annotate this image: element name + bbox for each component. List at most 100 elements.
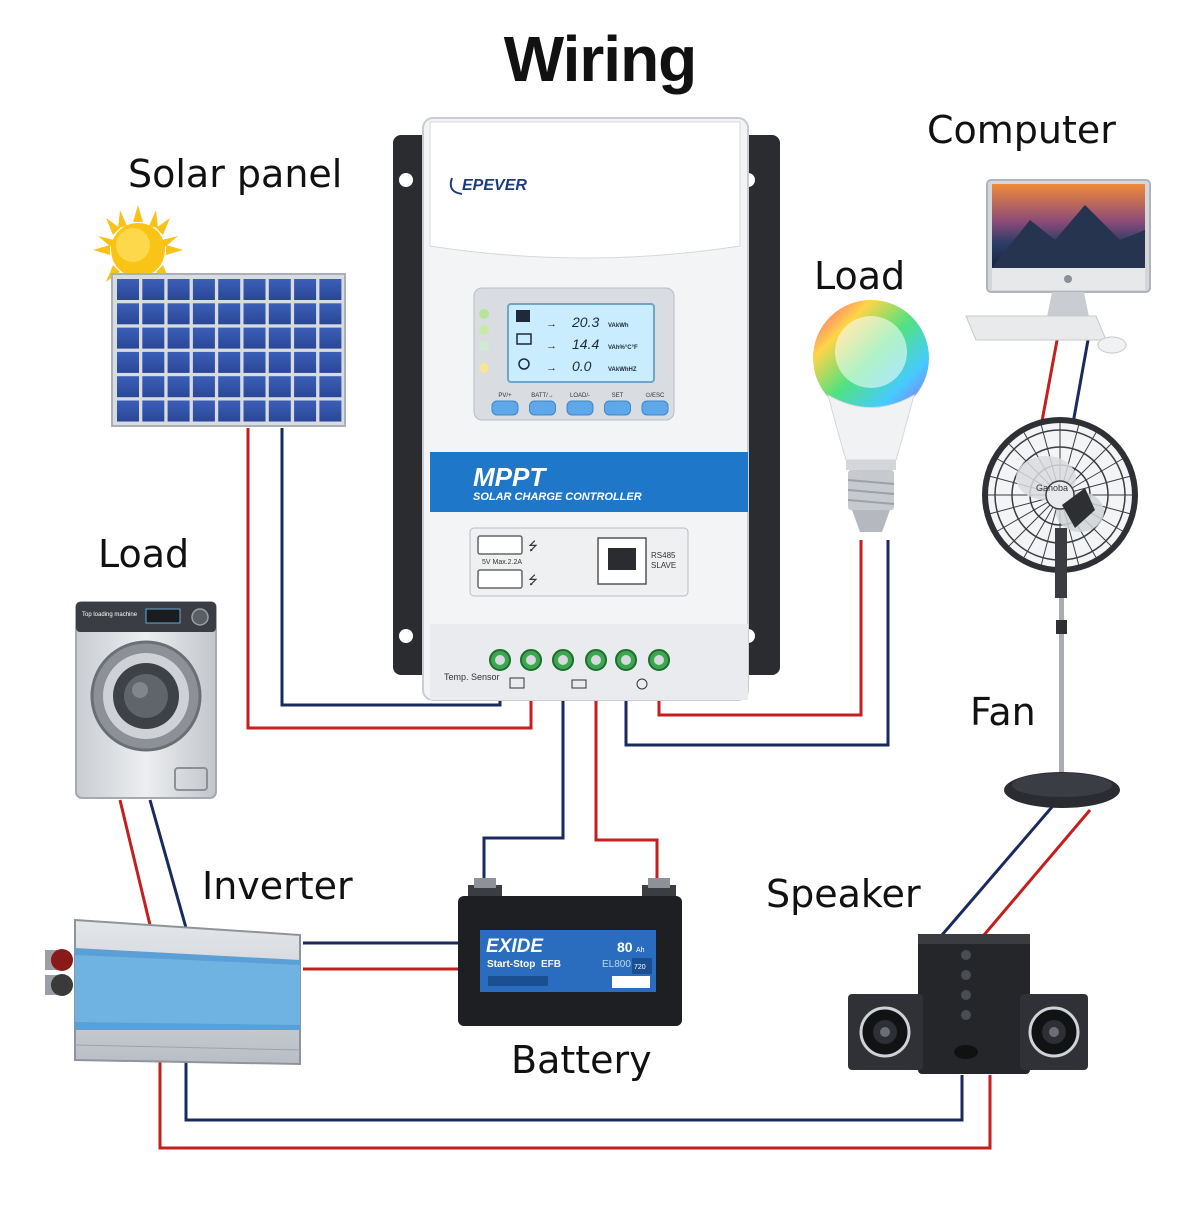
diagram-title: Wiring xyxy=(503,23,698,95)
inverter xyxy=(45,918,301,1066)
solar-cell xyxy=(319,279,342,300)
led-load-2 xyxy=(479,363,489,373)
solar-cell xyxy=(218,351,241,373)
solar-cell xyxy=(142,400,165,422)
label-computer: Computer xyxy=(927,108,1116,152)
controller-button[interactable] xyxy=(529,400,556,416)
controller-button-label: SET xyxy=(612,393,624,399)
label-load-bulb: Load xyxy=(814,254,906,298)
speaker-knob-icon[interactable] xyxy=(961,990,971,1000)
solar-cell xyxy=(117,351,139,373)
load-terminal-icon xyxy=(636,678,648,690)
controller-button-label: ⏻/ESC xyxy=(646,392,665,399)
controller-button[interactable] xyxy=(491,400,519,416)
battery-type: Start-Stop xyxy=(487,959,535,970)
solar-cell xyxy=(294,351,317,373)
solar-cell xyxy=(268,376,291,398)
battery-positive-terminal xyxy=(648,878,670,888)
label-fan: Fan xyxy=(970,690,1036,734)
solar-cell xyxy=(268,279,291,300)
solar-cell xyxy=(294,327,317,349)
battery-icon xyxy=(516,333,532,345)
speaker-system xyxy=(848,934,1088,1074)
solar-cell xyxy=(294,400,317,422)
label-solar-panel: Solar panel xyxy=(128,152,343,196)
wire-inverter-speaker-red xyxy=(158,1060,992,1150)
screw-head xyxy=(558,655,568,665)
speaker-knob-icon[interactable] xyxy=(961,950,971,960)
bulb-icon xyxy=(518,358,530,370)
washer-display xyxy=(145,608,181,624)
solar-cell xyxy=(268,400,291,422)
led-load-1 xyxy=(479,341,489,351)
lcd-value: 14.4 xyxy=(572,336,599,352)
solar-cell xyxy=(218,279,241,300)
lcd-arrow-icon: → xyxy=(546,318,557,330)
led-batt xyxy=(479,325,489,335)
fan-grill-spoke xyxy=(1040,508,1057,565)
battery-capacity: 80 xyxy=(617,939,633,955)
mppt-label: MPPT xyxy=(473,462,547,492)
speaker-knob-icon[interactable] xyxy=(961,970,971,980)
solar-cell xyxy=(294,279,317,300)
wire-computer-fan-red xyxy=(1038,334,1060,433)
label-inverter: Inverter xyxy=(202,864,353,908)
solar-cell xyxy=(142,351,165,373)
battery-negative-terminal xyxy=(474,878,496,888)
wire-washer-red xyxy=(118,799,152,926)
solar-cell xyxy=(167,327,190,349)
solar-cell xyxy=(192,376,215,398)
wire-battery-positive xyxy=(594,672,659,900)
solar-cell xyxy=(319,351,342,373)
solar-cell xyxy=(243,351,266,373)
solar-cell xyxy=(218,400,241,422)
washing-machine: Top loading machine xyxy=(75,601,217,799)
led-bulb xyxy=(813,300,929,532)
lcd-arrow-icon: → xyxy=(546,340,557,352)
temp-sensor-label: Temp. Sensor xyxy=(444,672,500,682)
led-pv xyxy=(479,309,489,319)
battery-brand: EXIDE xyxy=(486,936,544,957)
slave-label: SLAVE xyxy=(651,561,676,570)
washer-dial-icon[interactable] xyxy=(191,608,209,626)
fan-brand: Ganoba xyxy=(1036,483,1068,493)
fan-grill-spoke xyxy=(1008,504,1051,547)
apple-logo-icon xyxy=(1064,275,1072,283)
usb-port-1[interactable] xyxy=(477,535,523,555)
solar-cell xyxy=(294,376,317,398)
solar-cell xyxy=(218,327,241,349)
solar-cell xyxy=(319,303,342,325)
lcd-units: VAkWhHZ xyxy=(608,367,637,373)
controller-button[interactable] xyxy=(641,400,669,416)
solar-cell xyxy=(192,351,215,373)
screw-head xyxy=(621,655,631,665)
solar-cell xyxy=(117,279,139,300)
solar-terminal-icon xyxy=(509,677,525,689)
inverter-negative-terminal xyxy=(51,974,73,996)
fan-grill-spoke xyxy=(1073,475,1130,492)
controller-button[interactable] xyxy=(566,400,594,416)
solar-cell xyxy=(117,400,139,422)
solar-cell xyxy=(117,327,139,349)
solar-cell xyxy=(268,327,291,349)
battery-efb: EFB xyxy=(541,959,561,970)
usb-port-2[interactable] xyxy=(477,569,523,589)
speaker-knob-icon[interactable] xyxy=(961,1010,971,1020)
solar-cell xyxy=(142,279,165,300)
screw-head xyxy=(495,655,505,665)
solar-cell xyxy=(243,327,266,349)
screw-head xyxy=(654,655,664,665)
sun-icon xyxy=(93,205,183,295)
lcd-units: VAkWh xyxy=(608,323,629,329)
controller-button-label: LOAD/- xyxy=(570,393,590,399)
controller-button[interactable] xyxy=(604,400,631,416)
wire-speaker-fan-blue xyxy=(940,799,1060,936)
car-battery: EXIDE 80 Ah Start-Stop EFB EL800 720 xyxy=(458,878,682,1026)
stand-fan: Ganoba xyxy=(982,417,1138,808)
solar-cell xyxy=(268,303,291,325)
label-battery: Battery xyxy=(511,1038,652,1082)
solar-cell xyxy=(142,303,165,325)
solar-cell xyxy=(218,376,241,398)
battery-capacity-unit: Ah xyxy=(636,947,645,954)
